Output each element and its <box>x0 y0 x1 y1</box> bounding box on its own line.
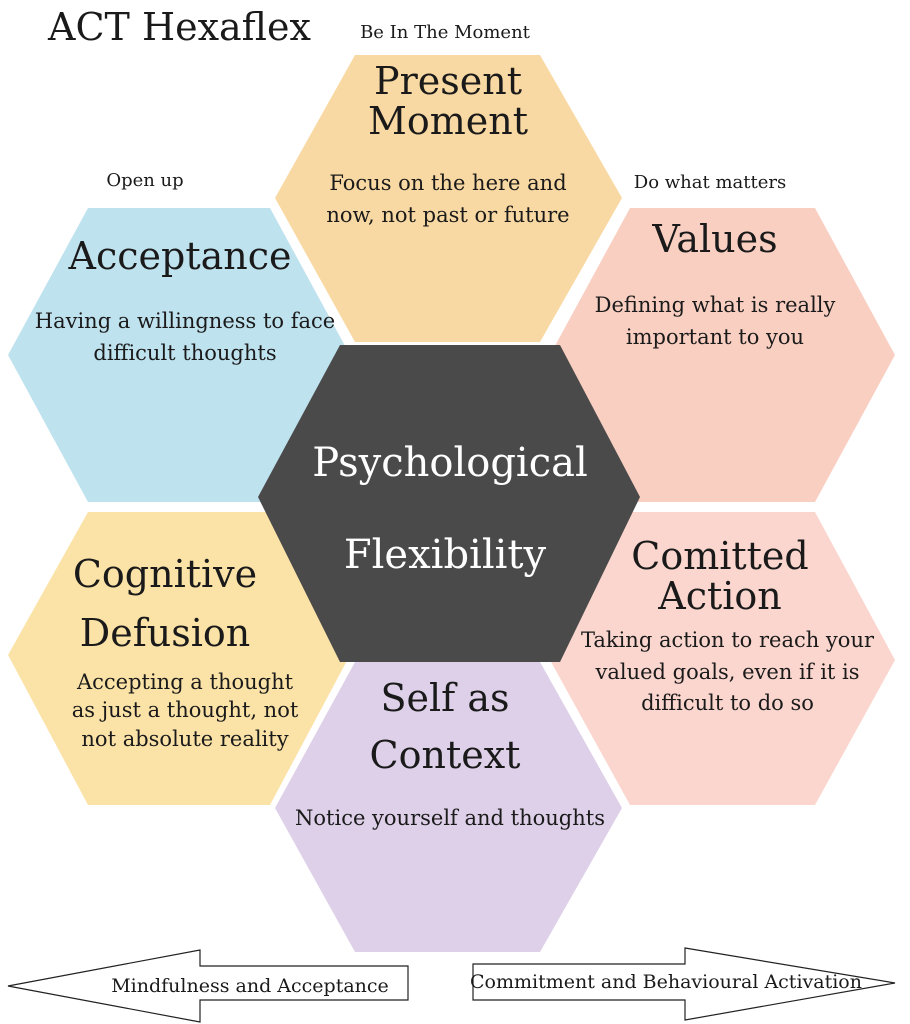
present-moment-heading-line1: Present <box>374 59 522 103</box>
present-moment-hex <box>275 55 622 342</box>
right-arrow-label: Commitment and Behavioural Activation <box>470 971 862 993</box>
cognitive-defusion-desc-line1: Accepting a thought <box>76 670 294 694</box>
committed-action-desc-line1: Taking action to reach your <box>580 628 875 652</box>
left-arrow <box>7 949 409 1023</box>
values-tag: Do what matters <box>633 172 787 193</box>
acceptance-heading: Acceptance <box>68 234 292 278</box>
present-moment-desc-line1: Focus on the here and <box>329 171 567 195</box>
present-moment-heading-line2: Moment <box>367 98 529 143</box>
values-hex <box>550 208 895 502</box>
center-heading-line2: Flexibility <box>343 532 547 578</box>
cognitive-defusion-desc: Accepting a thought as just a thought, n… <box>40 668 330 753</box>
self-as-context-heading: Self as Context <box>300 670 590 784</box>
committed-action-heading-line1: Comitted <box>631 534 809 578</box>
cognitive-defusion-heading: Cognitive Defusion <box>20 545 310 663</box>
right-arrow <box>472 947 896 1021</box>
acceptance-tag: Open up <box>106 170 184 191</box>
committed-action-desc-line3: difficult to do so <box>641 691 814 715</box>
values-heading: Values <box>652 217 778 261</box>
psychological-flexibility-hex <box>258 345 640 662</box>
present-moment-heading: Present Moment <box>300 59 596 143</box>
committed-action-heading: Comitted Action <box>570 534 870 618</box>
left-arrow-label: Mindfulness and Acceptance <box>111 975 389 997</box>
values-desc: Defining what is really important to you <box>570 290 860 353</box>
self-as-context-heading-line2: Context <box>369 733 521 777</box>
self-as-context-desc: Notice yourself and thoughts <box>295 806 605 830</box>
self-as-context-hex <box>275 662 622 952</box>
acceptance-hex <box>8 208 350 502</box>
acceptance-desc: Having a willingness to face difficult t… <box>30 306 340 369</box>
present-moment-desc-line2: now, not past or future <box>326 202 570 227</box>
committed-action-desc: Taking action to reach your valued goals… <box>565 625 890 720</box>
self-as-context-heading-line1: Self as <box>380 676 510 720</box>
cognitive-defusion-heading-line1: Cognitive <box>72 552 258 596</box>
acceptance-desc-line2: difficult thoughts <box>93 340 277 365</box>
cognitive-defusion-desc-line2: as just a thought, not <box>71 698 299 723</box>
values-desc-line1: Defining what is really <box>594 293 836 317</box>
center-heading-line1: Psychological <box>312 440 588 486</box>
committed-action-heading-line2: Action <box>658 573 782 618</box>
cognitive-defusion-heading-line2: Defusion <box>79 610 251 655</box>
acceptance-desc-line1: Having a willingness to face <box>34 309 336 333</box>
cognitive-defusion-desc-line3: not absolute reality <box>81 726 289 751</box>
present-moment-desc: Focus on the here and now, not past or f… <box>300 168 596 231</box>
committed-action-hex <box>550 512 895 805</box>
values-desc-line2: important to you <box>625 324 805 349</box>
cognitive-defusion-hex <box>8 512 350 805</box>
present-moment-tag: Be In The Moment <box>360 22 530 43</box>
committed-action-desc-line2: valued goals, even if it is <box>595 659 860 684</box>
diagram-title: ACT Hexaflex <box>48 5 311 49</box>
